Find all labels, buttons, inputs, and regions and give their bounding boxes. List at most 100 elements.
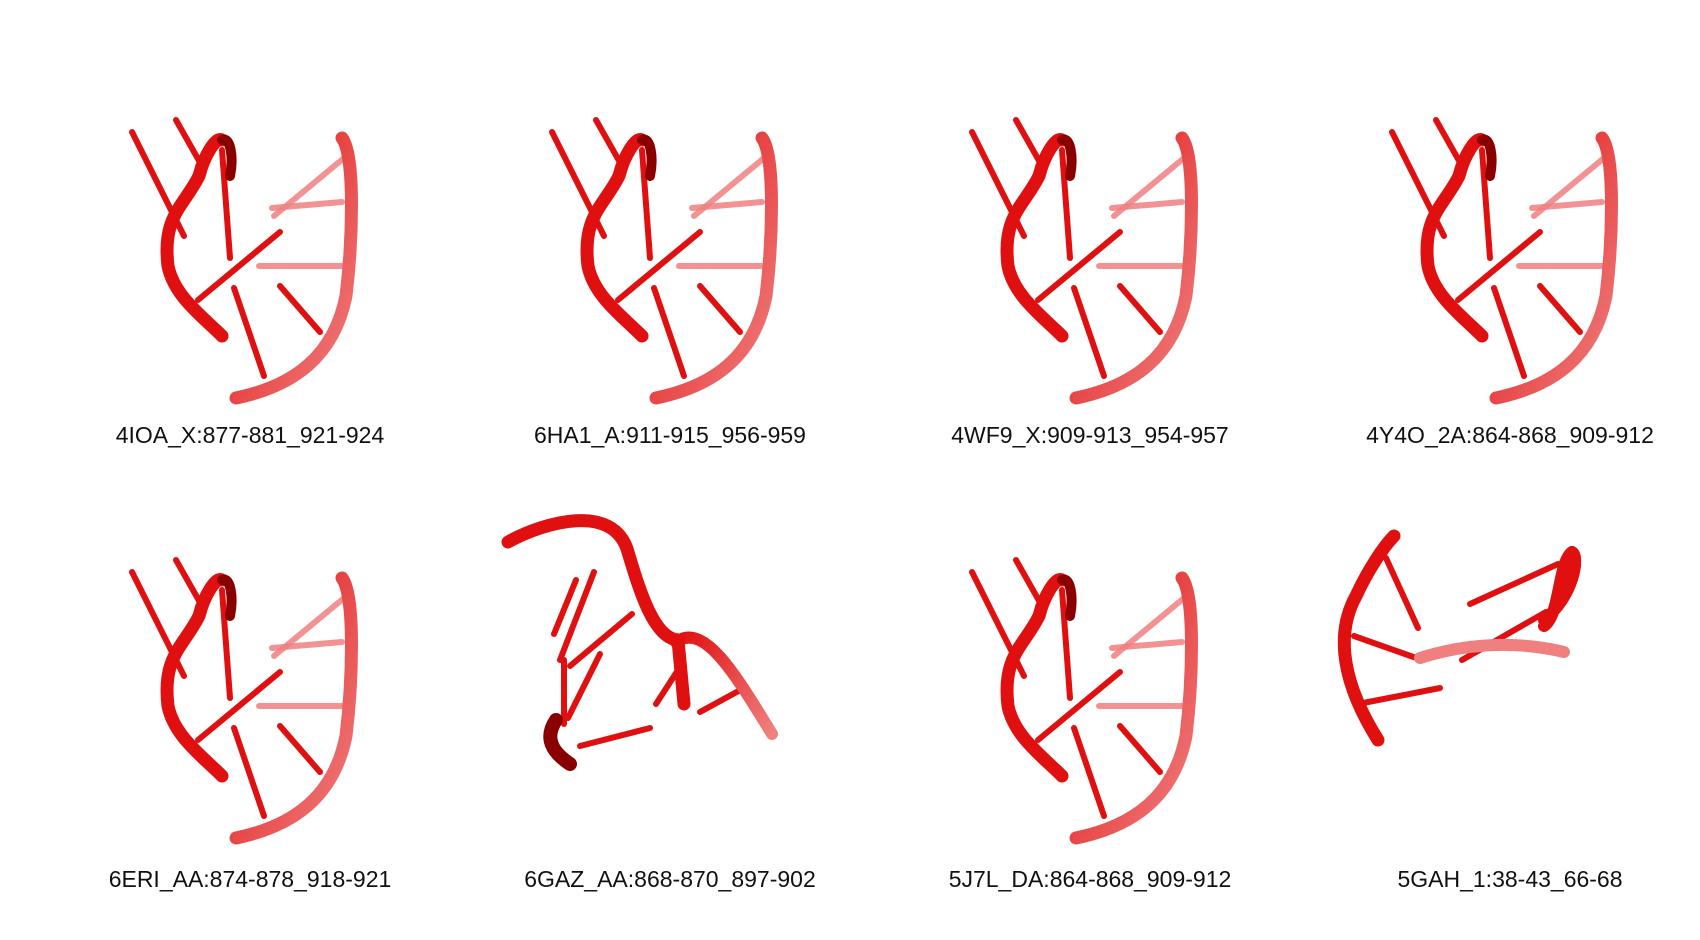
rna-structure-image [969,117,1198,405]
base-pair-rung [551,577,579,637]
base-pair-rung [173,117,205,169]
base-pair-rung [651,285,687,379]
backbone-strand-right [649,131,778,405]
backbone-strand-left [1000,133,1069,343]
structure-label: 6HA1_A:911-915_956-959 [534,422,806,448]
base-pair-rung [1351,633,1425,663]
base-pair-rung [697,283,743,335]
structure-group [549,117,778,405]
structure-panel-4: 4Y4O_2A:864-868_909-912 [1300,60,1700,500]
structure-label: 5GAH_1:38-43_66-68 [1397,866,1623,892]
backbone-strand-right [1069,571,1198,845]
structure-group [129,557,358,845]
rna-structure-image [1389,117,1618,405]
base-pair-rung [1035,229,1123,303]
backbone-strand-left [580,133,649,343]
base-pair-rung [219,147,233,261]
structure-panel-1: 4IOA_X:877-881_921-924 [40,60,460,500]
base-pair-rung [557,569,597,663]
base-pair-rung [615,229,703,303]
structure-label: 4Y4O_2A:864-868_909-912 [1366,422,1654,448]
base-pair-rung [567,611,635,669]
structure-panel-8: 5GAH_1:38-43_66-68 [1300,500,1700,940]
structure-panel-2: 6HA1_A:911-915_956-959 [460,60,880,500]
structure-group [129,117,358,405]
backbone-cap [1057,574,1077,621]
base-pair-rung [1459,609,1549,663]
base-pair-rung [1013,117,1045,169]
base-pair-rung [653,667,681,707]
base-pair-rung [1035,669,1123,743]
structure-group [969,557,1198,845]
structure-group [1389,117,1618,405]
base-pair-rung [195,669,283,743]
base-pair-rung [1491,285,1527,379]
base-pair-rung [173,557,205,609]
structure-group [969,117,1198,405]
base-pair-rung [1013,557,1045,609]
structure-label: 6ERI_AA:874-878_918-921 [108,866,392,892]
rna-structure-image [129,557,358,845]
base-pair-rung [277,723,323,775]
base-pair-rung [231,285,267,379]
base-pair-rung [269,639,345,651]
base-pair-rung [1537,283,1583,335]
structure-panel-7: 5J7L_DA:864-868_909-912 [880,500,1300,940]
base-pair-rung [1383,555,1421,631]
base-pair-rung [1529,199,1605,211]
backbone-strand-right [229,131,358,405]
base-pair-rung [277,283,323,335]
rna-structure-image [969,557,1198,845]
rna-structure-image [549,117,778,405]
structure-label: 6GAZ_AA:868-870_897-902 [524,866,816,892]
base-pair-rung [1479,147,1493,261]
backbone-strand-top [501,514,691,711]
base-pair-rung [219,587,233,701]
base-pair-rung [1071,725,1107,819]
backbone-strand-left [160,133,229,343]
structure-label: 4WF9_X:909-913_954-957 [951,422,1229,448]
base-pair-rung [1455,229,1543,303]
base-pair-rung [1117,283,1163,335]
backbone-cap [1477,134,1497,181]
structure-label: 4IOA_X:877-881_921-924 [115,422,385,448]
base-pair-rung [593,117,625,169]
structure-panel-5: 6ERI_AA:874-878_918-921 [40,500,460,940]
backbone-loop-right [1538,546,1582,632]
backbone-strand-left [1337,529,1401,747]
backbone-strand-left [1000,573,1069,783]
base-pair-rung [231,725,267,819]
backbone-cap [637,134,657,181]
base-pair-rung [1109,199,1185,211]
backbone-strand-right [1489,131,1618,405]
base-pair-rung [1109,639,1185,651]
structure-label: 5J7L_DA:864-868_909-912 [948,866,1232,892]
base-pair-rung [565,651,603,721]
structure-group [501,514,778,771]
backbone-cap [217,574,237,621]
base-pair-rung [1059,587,1073,701]
base-pair-rung [577,725,653,749]
rna-structure-image [129,117,358,405]
base-pair-rung [689,199,765,211]
backbone-strand-right [229,571,358,845]
backbone-cap [543,713,577,771]
backbone-strand-middle [1414,638,1570,664]
structure-panel-3: 4WF9_X:909-913_954-957 [880,60,1300,500]
base-pair-rung [269,199,345,211]
base-pair-rung [1433,117,1465,169]
base-pair-rung [1117,723,1163,775]
backbone-strand-left [1420,133,1489,343]
rna-structure-image [1337,529,1582,747]
structure-panel-6: 6GAZ_AA:868-870_897-902 [460,500,880,940]
backbone-strand-right [670,631,778,740]
backbone-cap [217,134,237,181]
structure-group [1337,529,1582,747]
base-pair-rung [1467,561,1561,607]
base-pair-rung [639,147,653,261]
base-pair-rung [1059,147,1073,261]
base-pair-rung [697,685,747,715]
base-pair-rung [195,229,283,303]
base-pair-rung [1071,285,1107,379]
rna-structure-image [501,514,778,771]
